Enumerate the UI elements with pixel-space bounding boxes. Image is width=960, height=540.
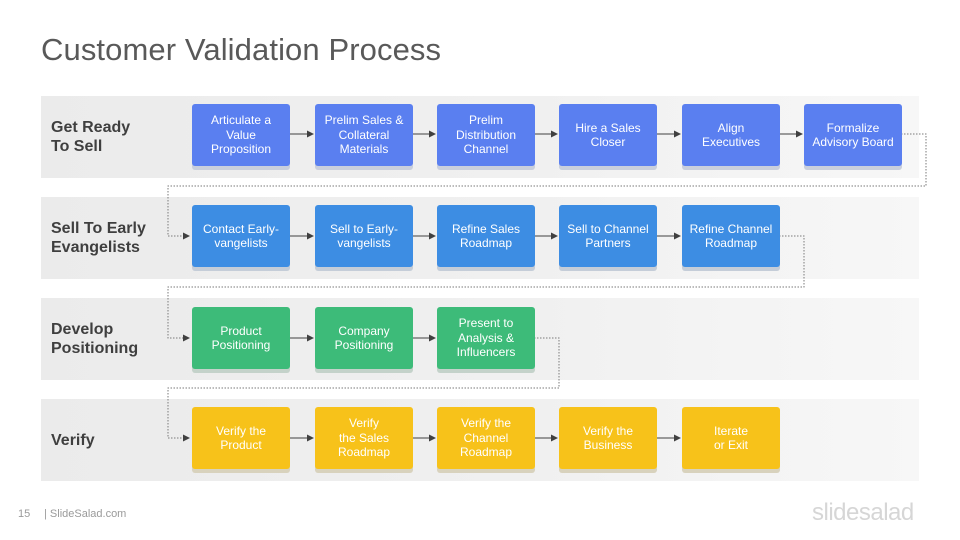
step-align-executives: Align Executives — [682, 104, 780, 166]
step-product-positioning: Product Positioning — [192, 307, 290, 369]
page-number: 15 — [18, 508, 31, 520]
stage-label-get-ready: Get Ready To Sell — [51, 119, 131, 155]
step-hire-sales-closer: Hire a Sales Closer — [559, 104, 657, 166]
step-verify-product: Verify the Product — [192, 407, 290, 469]
stage-label-sell-early: Sell To Early Evangelists — [51, 220, 146, 256]
step-verify-sales-roadmap: Verify the Sales Roadmap — [315, 407, 413, 469]
brand-logo: slidesalad — [812, 499, 914, 526]
step-articulate-value-proposition: Articulate a Value Proposition — [192, 104, 290, 166]
step-sell-to-channel-partners: Sell to Channel Partners — [559, 205, 657, 267]
stage-label-develop-positioning: Develop Positioning — [51, 321, 139, 357]
step-formalize-advisory-board: Formalize Advisory Board — [804, 104, 902, 166]
step-sell-to-earlyvangelists: Sell to Early- vangelists — [315, 205, 413, 267]
step-verify-channel-roadmap: Verify the Channel Roadmap — [437, 407, 535, 469]
step-refine-sales-roadmap: Refine Sales Roadmap — [437, 205, 535, 267]
step-prelim-distribution-channel: Prelim Distribution Channel — [437, 104, 535, 166]
step-contact-earlyvangelists: Contact Early- vangelists — [192, 205, 290, 267]
step-refine-channel-roadmap: Refine Channel Roadmap — [682, 205, 780, 267]
step-company-positioning: Company Positioning — [315, 307, 413, 369]
wrap-connector — [167, 337, 560, 442]
step-iterate-or-exit: Iterate or Exit — [682, 407, 780, 469]
wrap-connector — [167, 235, 805, 342]
step-verify-business: Verify the Business — [559, 407, 657, 469]
wrap-connector — [167, 133, 927, 240]
stage-label-verify: Verify — [51, 432, 95, 449]
footer-site: | SlideSalad.com — [44, 508, 127, 520]
step-prelim-sales-collateral: Prelim Sales & Collateral Materials — [315, 104, 413, 166]
page-title: Customer Validation Process — [41, 32, 442, 67]
step-present-to-analysis-influencers: Present to Analysis & Influencers — [437, 307, 535, 369]
